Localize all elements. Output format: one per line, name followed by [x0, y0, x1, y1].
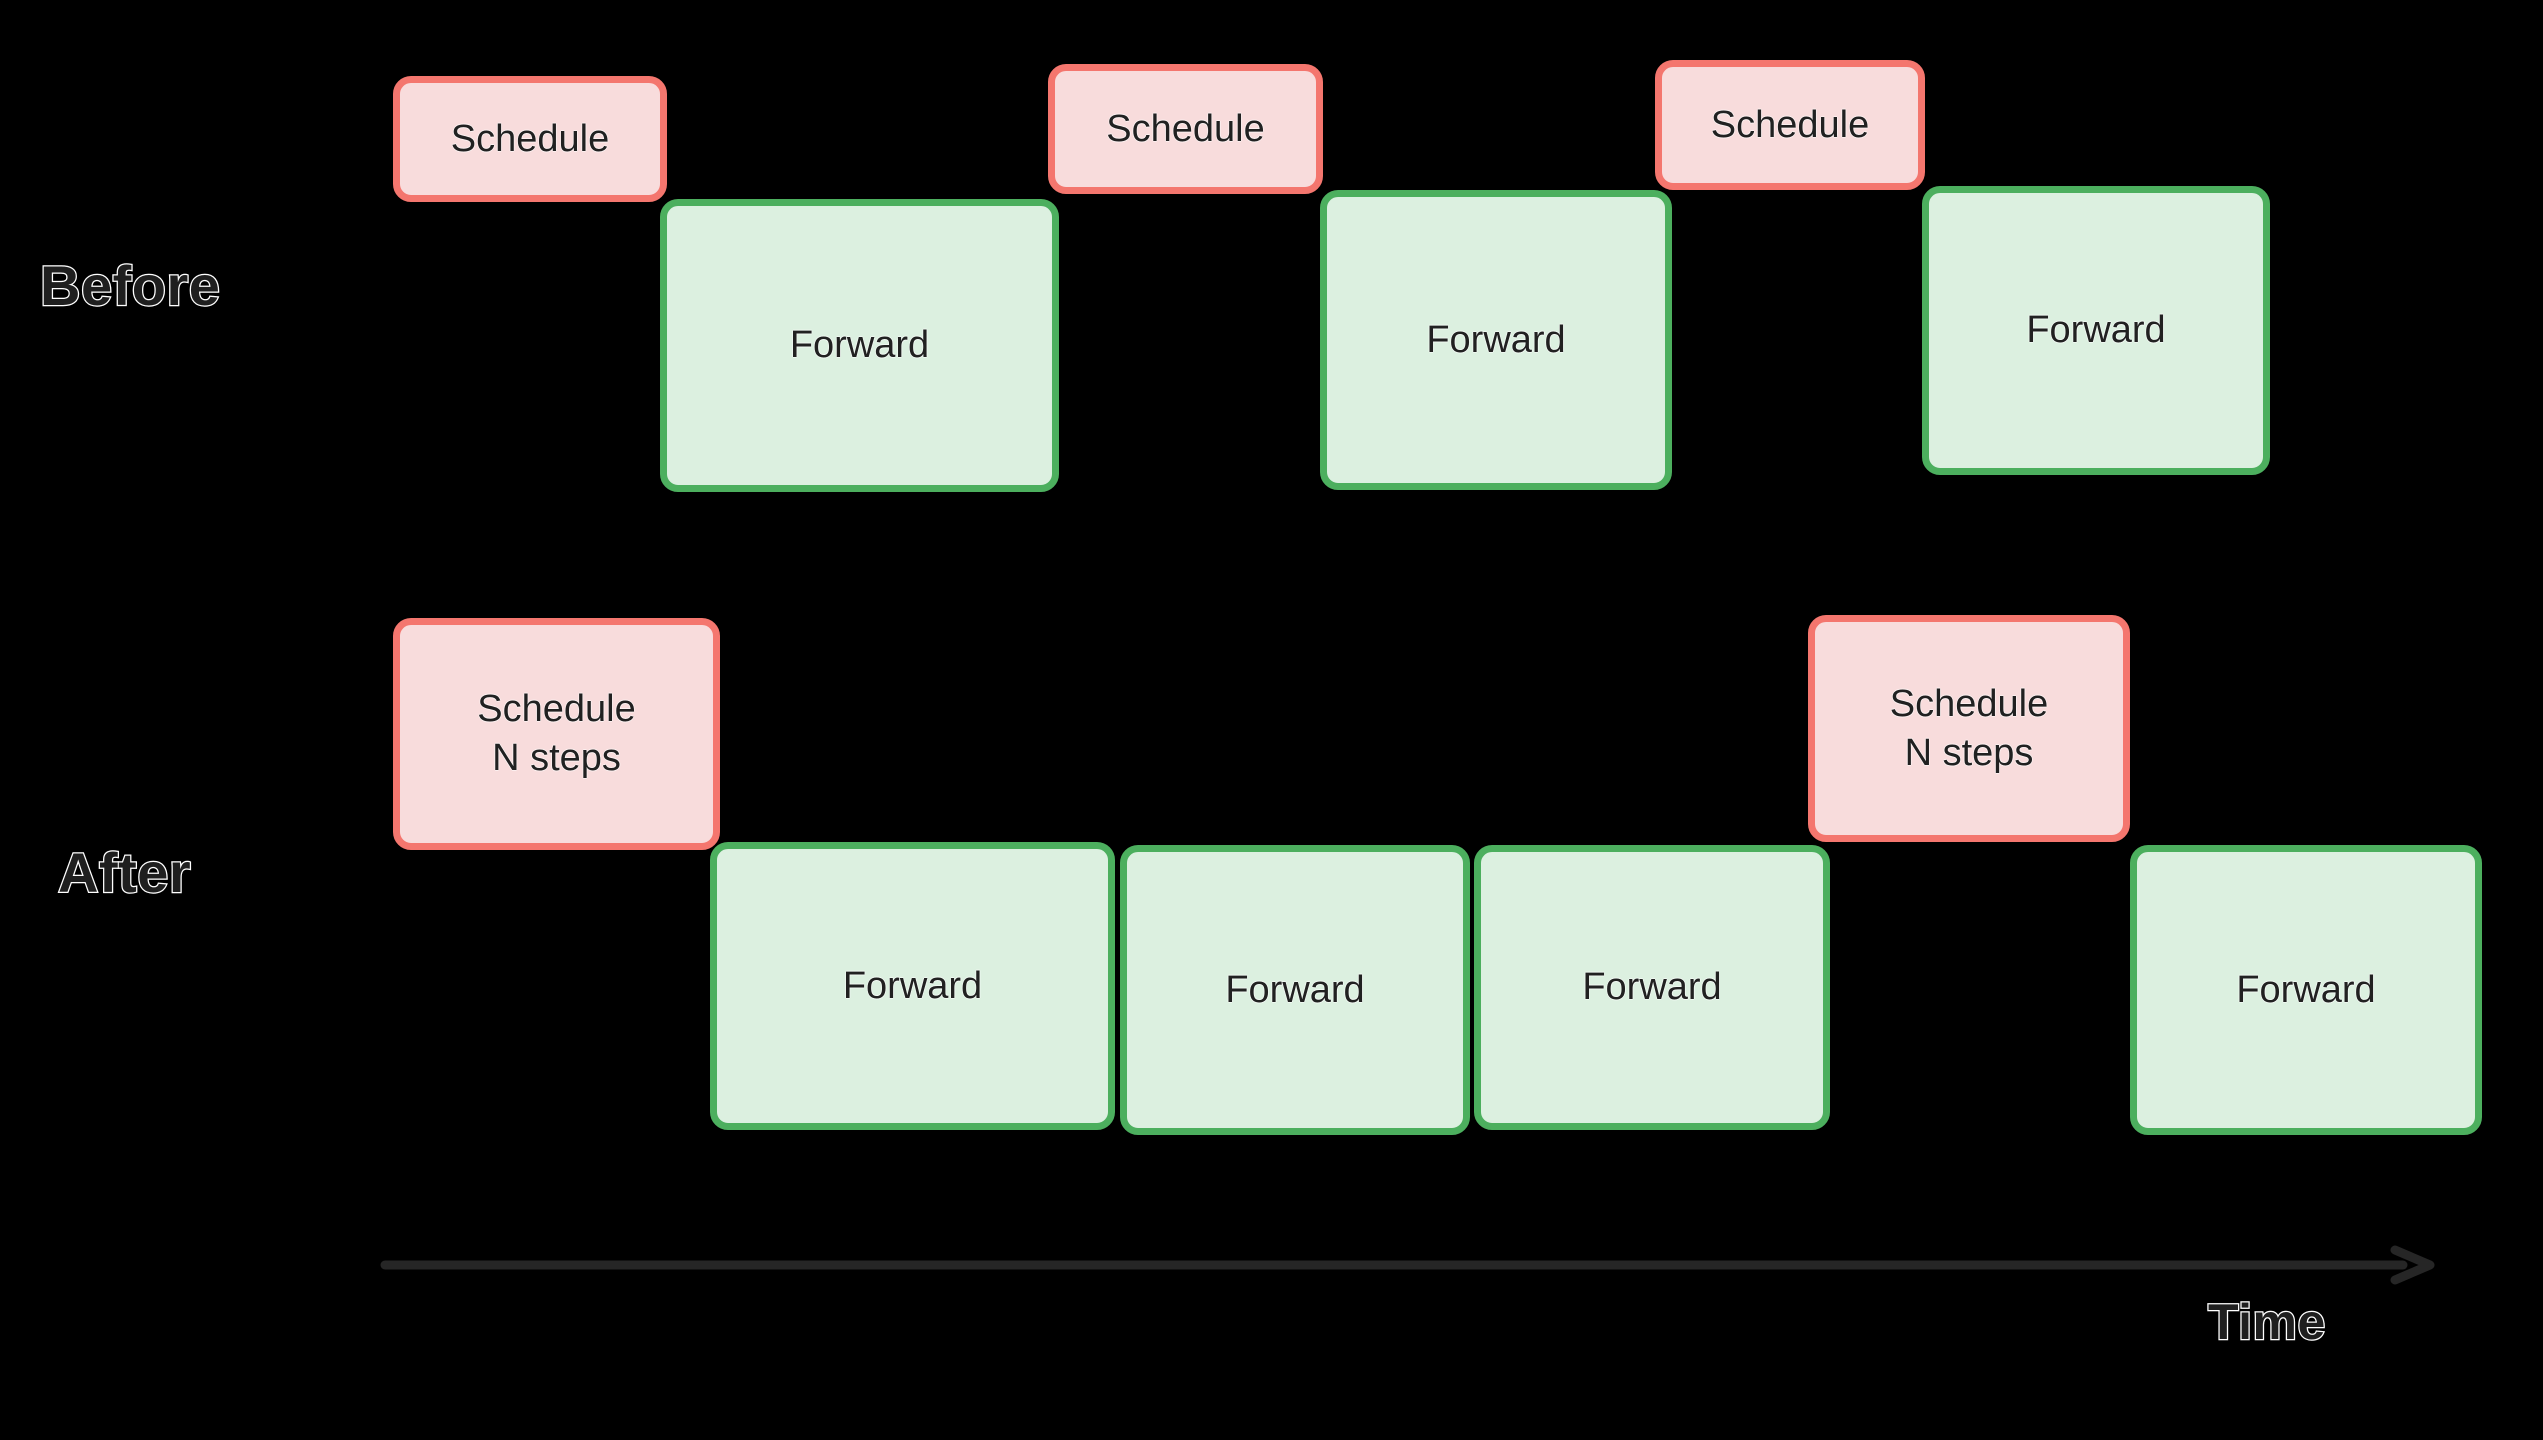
after-forward-block-3: Forward	[1474, 845, 1830, 1130]
after-forward-block-2: Forward	[1120, 845, 1470, 1135]
before-forward-block-2: Forward	[1320, 190, 1672, 490]
after-schedule-block-1: Schedule N steps	[393, 618, 720, 850]
before-forward-block-3: Forward	[1922, 186, 2270, 475]
before-schedule-block-1: Schedule	[393, 76, 667, 202]
before-schedule-block-3: Schedule	[1655, 60, 1925, 190]
row-label-after: After	[57, 841, 192, 904]
after-schedule-block-2: Schedule N steps	[1808, 615, 2130, 842]
after-forward-block-4: Forward	[2130, 845, 2482, 1135]
before-forward-block-1: Forward	[660, 199, 1059, 492]
before-schedule-block-2: Schedule	[1048, 64, 1323, 194]
time-axis-label: Time	[2207, 1294, 2327, 1350]
after-forward-block-1: Forward	[710, 842, 1115, 1130]
time-axis-arrow	[380, 1245, 2435, 1285]
row-label-before: Before	[39, 254, 221, 317]
